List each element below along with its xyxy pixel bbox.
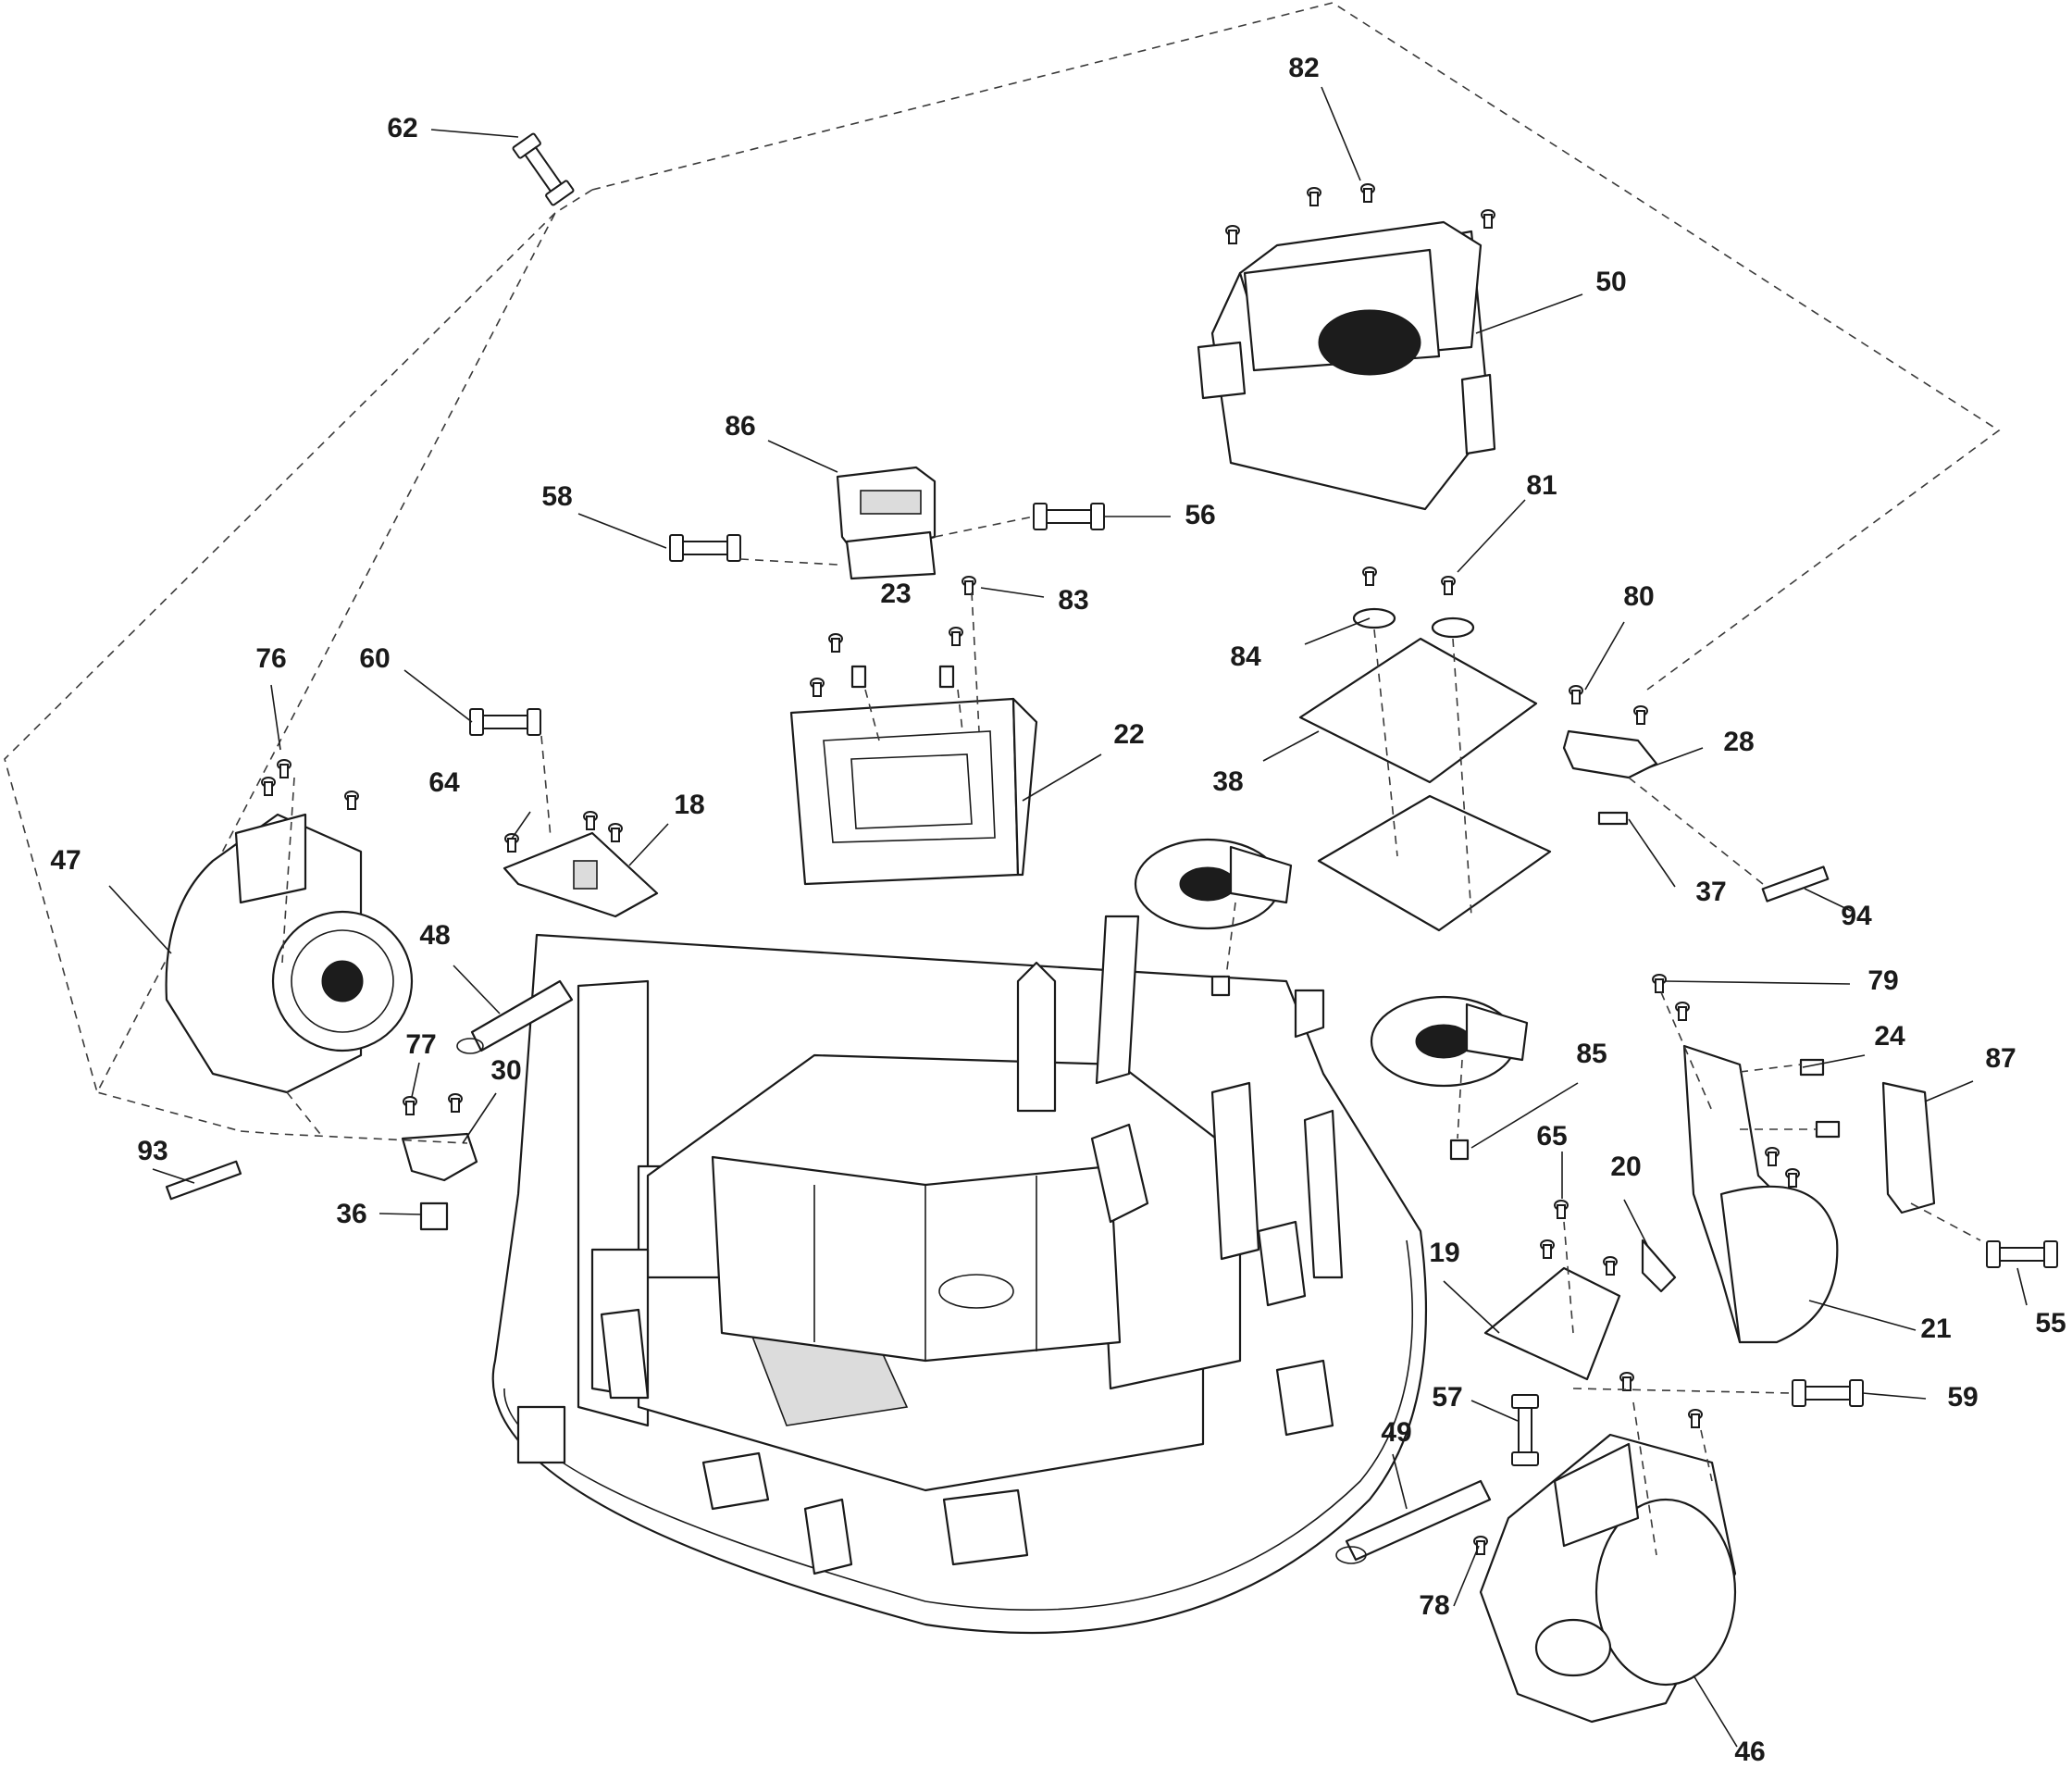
callout-59: 59 [1947, 1382, 1978, 1413]
callout-80: 80 [1623, 581, 1654, 612]
callout-18: 18 [674, 790, 704, 820]
callout-82: 82 [1288, 53, 1319, 83]
spacer-62 [511, 131, 576, 207]
callout-81: 81 [1526, 470, 1557, 501]
sensor-28 [1562, 685, 1830, 903]
callout-55: 55 [2035, 1308, 2066, 1338]
callout-83: 83 [1058, 585, 1088, 616]
callout-56: 56 [1185, 500, 1215, 530]
callout-21: 21 [1920, 1314, 1951, 1344]
callout-labels: 62 82 50 86 58 56 81 23 83 80 84 76 60 2… [50, 53, 2066, 1767]
plates-38 [1298, 637, 1552, 932]
callout-19: 19 [1429, 1238, 1459, 1268]
washers-84 [1352, 567, 1475, 639]
callout-36: 36 [336, 1199, 366, 1229]
callout-87: 87 [1985, 1043, 2016, 1074]
callout-22: 22 [1113, 719, 1144, 750]
wheel-disc-upper [1134, 838, 1293, 997]
bracket-87 [1881, 1081, 1936, 1214]
assembly-outline [4, 2, 2001, 1132]
callout-84: 84 [1230, 641, 1261, 672]
callout-38: 38 [1212, 766, 1243, 797]
callout-62: 62 [387, 113, 417, 143]
callout-78: 78 [1419, 1590, 1449, 1621]
callout-48: 48 [419, 920, 450, 951]
callout-79: 79 [1867, 965, 1898, 996]
spacer-57 [1511, 1394, 1539, 1466]
spacer-59 [1792, 1379, 1864, 1407]
wheel-motor-47 [165, 759, 414, 1094]
callout-20: 20 [1610, 1152, 1641, 1182]
callout-58: 58 [541, 481, 572, 512]
callout-46: 46 [1734, 1737, 1765, 1767]
spacer-58 [669, 534, 741, 562]
spring-48 [456, 979, 574, 1054]
spacer-60 [469, 708, 541, 736]
board-18 [502, 811, 659, 918]
screws-23-83 [810, 576, 976, 697]
callout-28: 28 [1723, 727, 1754, 757]
base-chassis [491, 915, 1428, 1635]
callout-30: 30 [490, 1055, 521, 1086]
callout-23: 23 [880, 579, 911, 609]
callout-65: 65 [1536, 1121, 1567, 1152]
callout-24: 24 [1874, 1021, 1905, 1052]
spring-49 [1335, 1479, 1492, 1564]
callout-93: 93 [137, 1136, 167, 1166]
callout-85: 85 [1576, 1039, 1607, 1069]
bracket-22 [789, 697, 1038, 886]
callout-76: 76 [255, 643, 286, 674]
callout-86: 86 [725, 411, 755, 442]
callout-50: 50 [1595, 267, 1626, 297]
bracket-20 [1641, 1239, 1677, 1293]
callout-64: 64 [428, 767, 460, 798]
spacer-56 [1033, 503, 1105, 530]
callout-37: 37 [1695, 877, 1726, 907]
strips-93-36 [165, 1160, 449, 1231]
callout-94: 94 [1841, 901, 1872, 931]
connector-86 [836, 466, 937, 580]
board-19 [1483, 1200, 1621, 1381]
right-housing-21 [1652, 974, 1841, 1344]
sensor-30 [401, 1093, 478, 1182]
leader-lines [108, 86, 2028, 1748]
callout-49: 49 [1381, 1417, 1411, 1448]
alignment-lines [240, 516, 1981, 1556]
fan-housing-50 [1197, 220, 1496, 511]
callout-47: 47 [50, 845, 81, 876]
spacer-55 [1986, 1240, 2058, 1268]
callout-57: 57 [1432, 1382, 1462, 1413]
callout-60: 60 [359, 643, 390, 674]
wheel-motor-46 [1473, 1372, 1737, 1724]
callout-77: 77 [405, 1029, 436, 1060]
wheel-disc-lower [1370, 995, 1529, 1161]
